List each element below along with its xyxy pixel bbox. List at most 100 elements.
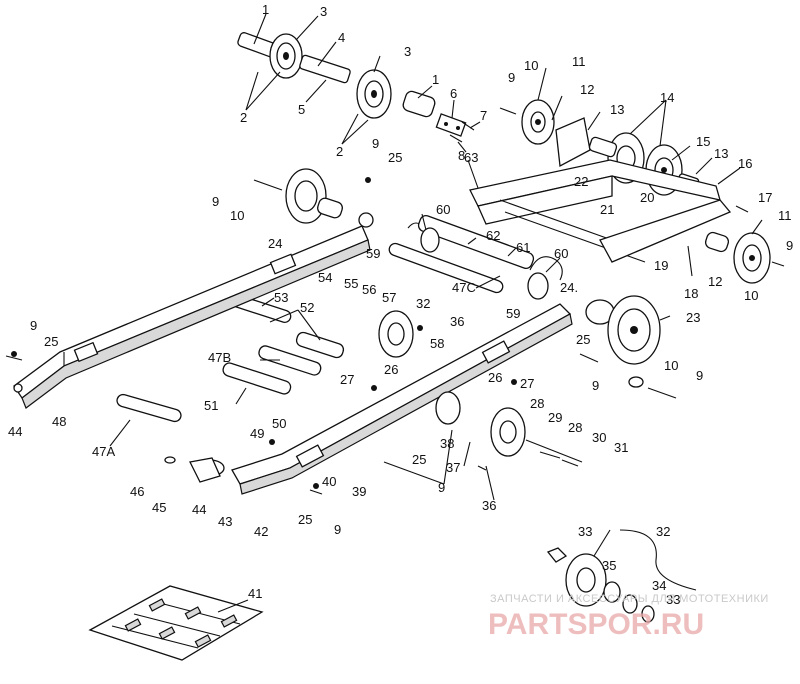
front-axle-assembly xyxy=(237,32,475,143)
callout: 10 xyxy=(744,288,758,303)
callout: 16 xyxy=(738,156,752,171)
rear-axle-assembly xyxy=(469,99,785,284)
watermark-tagline: ЗАПЧАСТИ И АКСЕССУАРЫ ДЛЯ МОТОТЕХНИКИ xyxy=(490,593,769,605)
callout: 59 xyxy=(366,246,380,261)
callout: 10 xyxy=(230,208,244,223)
callout: 62 xyxy=(486,228,500,243)
rear-large-wheel xyxy=(579,295,677,399)
callout: 26 xyxy=(384,362,398,377)
callout: 9 xyxy=(212,194,219,209)
callout: 10 xyxy=(524,58,538,73)
middle-idler-wheels xyxy=(378,310,583,463)
callout: 42 xyxy=(254,524,268,539)
callout: 35 xyxy=(602,558,616,573)
callout: 9 xyxy=(30,318,37,333)
callout: 20 xyxy=(640,190,654,205)
callout: 54 xyxy=(318,270,332,285)
callout: 7 xyxy=(480,108,487,123)
callout: 4 xyxy=(338,30,345,45)
callout: 1 xyxy=(432,72,439,87)
callout: 11 xyxy=(778,208,792,223)
callout: 40 xyxy=(322,474,336,489)
callout: 11 xyxy=(572,54,586,69)
callout: 60 xyxy=(554,246,568,261)
callout: 2 xyxy=(240,110,247,125)
callout: 56 xyxy=(362,282,376,297)
callout: 27 xyxy=(340,372,354,387)
callout: 3 xyxy=(404,44,411,59)
callout: 10 xyxy=(664,358,678,373)
callout: 44 xyxy=(8,424,22,439)
callout: 12 xyxy=(580,82,594,97)
callout: 13 xyxy=(714,146,728,161)
callout: 58 xyxy=(430,336,444,351)
callout: 43 xyxy=(218,514,232,529)
detail-wheel-32 xyxy=(485,465,697,623)
callout: 5 xyxy=(298,102,305,117)
callout-labels: 1 3 4 2 5 3 1 6 7 8 9 10 11 12 13 14 15 … xyxy=(8,2,793,607)
callout: 22 xyxy=(574,174,588,189)
callout: 9 xyxy=(786,238,793,253)
callout: 37 xyxy=(446,460,460,475)
callout: 9 xyxy=(438,480,445,495)
track-panel-41 xyxy=(88,585,264,661)
callout: 52 xyxy=(300,300,314,315)
watermark: ЗАПЧАСТИ И АКСЕССУАРЫ ДЛЯ МОТОТЕХНИКИ PA… xyxy=(488,593,769,641)
callout: 31 xyxy=(614,440,628,455)
callout: 47A xyxy=(92,444,115,459)
callout: 46 xyxy=(130,484,144,499)
callout: 32 xyxy=(416,296,430,311)
callout: 27 xyxy=(520,376,534,391)
callout: 48 xyxy=(52,414,66,429)
callout: 9 xyxy=(508,70,515,85)
callout: 12 xyxy=(708,274,722,289)
callout: 32 xyxy=(656,524,670,539)
callout: 17 xyxy=(758,190,772,205)
callout: 59 xyxy=(506,306,520,321)
callout: 33 xyxy=(666,592,680,607)
callout: 28 xyxy=(530,396,544,411)
callout: 1 xyxy=(262,2,269,17)
callout: 50 xyxy=(272,416,286,431)
callout: 44 xyxy=(192,502,206,517)
leader-lines xyxy=(109,13,763,613)
callout: 45 xyxy=(152,500,166,515)
front-idler-wheel xyxy=(253,168,374,228)
callout: 60 xyxy=(436,202,450,217)
callout: 14 xyxy=(660,90,674,105)
watermark-logo: PARTSPOR.RU xyxy=(488,608,704,641)
callout: 38 xyxy=(440,436,454,451)
callout: 9 xyxy=(592,378,599,393)
callout: 2 xyxy=(336,144,343,159)
callout: 25 xyxy=(576,332,590,347)
callout: 26 xyxy=(488,370,502,385)
callout: 3 xyxy=(320,4,327,19)
callout: 19 xyxy=(654,258,668,273)
callout: 47C xyxy=(452,280,476,295)
callout: 29 xyxy=(548,410,562,425)
callout: 51 xyxy=(204,398,218,413)
callout: 24. xyxy=(560,280,578,295)
callout: 13 xyxy=(610,102,624,117)
callout: 9 xyxy=(334,522,341,537)
callout: 61 xyxy=(516,240,530,255)
callout: 41 xyxy=(248,586,262,601)
callout: 25 xyxy=(298,512,312,527)
callout: 25 xyxy=(388,150,402,165)
callout: 23 xyxy=(686,310,700,325)
callout: 25 xyxy=(412,452,426,467)
callout: 63 xyxy=(464,150,478,165)
callout: 53 xyxy=(274,290,288,305)
callout: 21 xyxy=(600,202,614,217)
hardware xyxy=(5,177,579,495)
callout: 57 xyxy=(382,290,396,305)
callout: 49 xyxy=(250,426,264,441)
callout: 28 xyxy=(568,420,582,435)
callout: 8 xyxy=(458,148,465,163)
callout: 33 xyxy=(578,524,592,539)
callout: 34 xyxy=(652,578,666,593)
callout: 6 xyxy=(450,86,457,101)
callout: 36 xyxy=(450,314,464,329)
callout: 39 xyxy=(352,484,366,499)
